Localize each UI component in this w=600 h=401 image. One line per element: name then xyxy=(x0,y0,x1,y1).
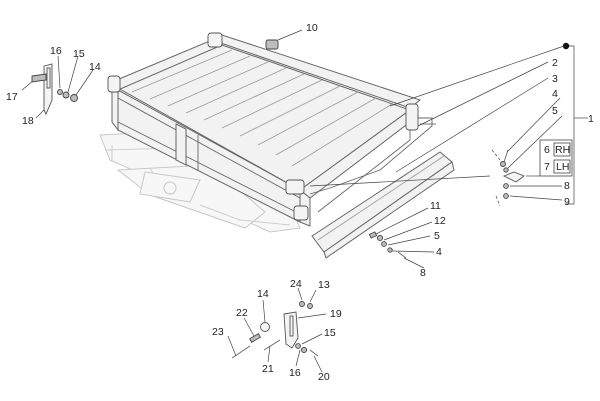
callout-2: 2 xyxy=(552,57,558,69)
callout-20: 20 xyxy=(318,371,330,383)
variant-rh-box xyxy=(553,142,571,157)
hinge-lower-group xyxy=(227,287,327,373)
callout-13: 13 xyxy=(318,279,330,291)
callout-18: 18 xyxy=(22,115,34,127)
part-10-plug xyxy=(265,29,303,50)
variant-lh-label: LH xyxy=(556,161,569,173)
callout-16-lower: 16 xyxy=(289,367,301,379)
variant-rh-number: 6 xyxy=(544,144,550,156)
callout-14-lower: 14 xyxy=(257,288,269,300)
callout-5-tailgate: 5 xyxy=(434,230,440,242)
callout-19: 19 xyxy=(330,308,342,320)
callout-9: 9 xyxy=(564,196,570,208)
variant-table: 6 RH 7 LH xyxy=(539,139,573,177)
callout-11: 11 xyxy=(430,200,441,212)
callout-3: 3 xyxy=(552,73,558,85)
variant-lh-number: 7 xyxy=(544,161,550,173)
callout-14-upper: 14 xyxy=(89,61,101,73)
variant-outline xyxy=(539,139,573,177)
tailgate xyxy=(311,151,455,259)
callout-5: 5 xyxy=(552,105,558,117)
side-kit-group xyxy=(309,42,588,207)
variant-rh-label: RH xyxy=(555,144,570,156)
tailgate-hardware-group xyxy=(368,207,435,269)
callout-10: 10 xyxy=(306,22,318,34)
kit-bullet xyxy=(562,42,570,50)
callout-8: 8 xyxy=(564,180,570,192)
callout-8-tailgate: 8 xyxy=(420,267,426,279)
callout-4-tailgate: 4 xyxy=(436,246,442,258)
variant-lh-box xyxy=(553,159,571,174)
callout-12: 12 xyxy=(434,215,446,227)
cargo-bed xyxy=(107,32,436,227)
callout-1: 1 xyxy=(588,113,594,125)
callout-21: 21 xyxy=(262,363,274,375)
callout-17: 17 xyxy=(6,91,18,103)
callout-22: 22 xyxy=(236,307,248,319)
callout-4: 4 xyxy=(552,88,558,100)
callout-23: 23 xyxy=(212,326,224,338)
callout-16-upper: 16 xyxy=(50,45,62,57)
callout-15-lower: 15 xyxy=(324,327,336,339)
hinge-left-group xyxy=(21,55,94,119)
callout-15-upper: 15 xyxy=(73,48,85,60)
callout-24: 24 xyxy=(290,278,302,290)
